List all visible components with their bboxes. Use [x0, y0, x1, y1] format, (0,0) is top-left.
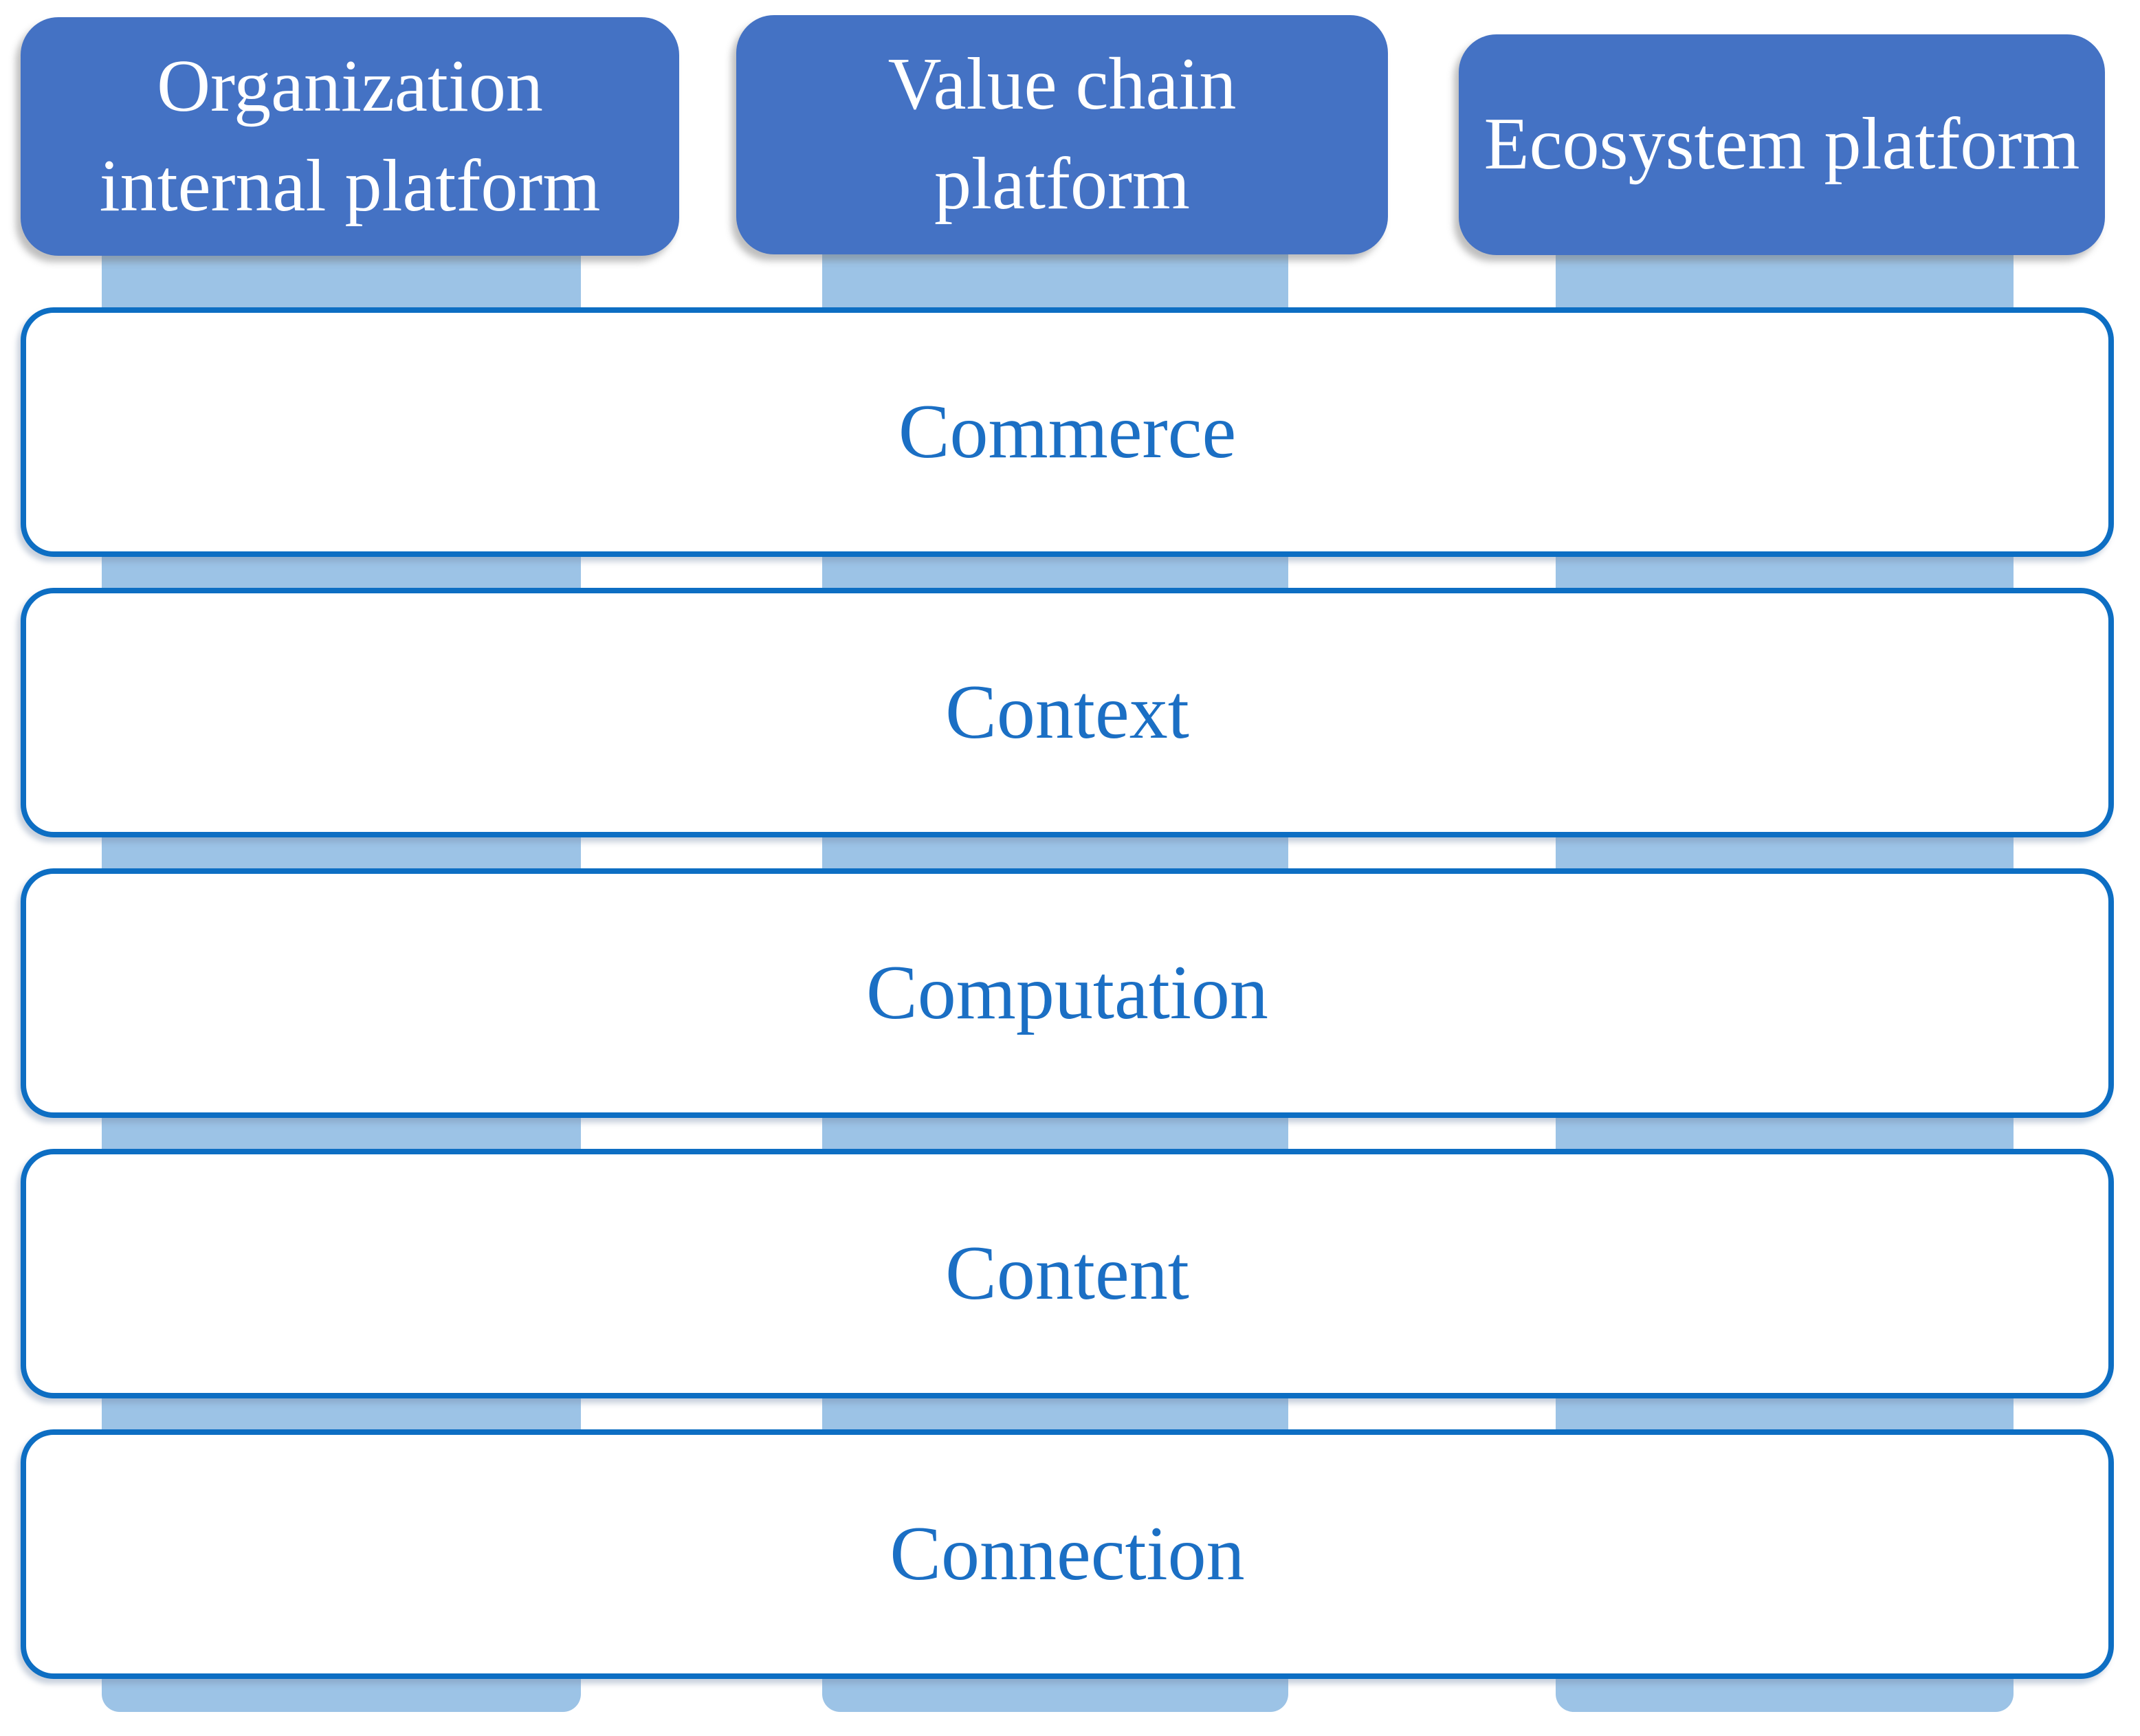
- platform-label-line: platform: [934, 143, 1190, 225]
- layer-label: Computation: [866, 950, 1268, 1035]
- platform-label-line: Ecosystem platform: [1483, 103, 2080, 186]
- layer-label: Content: [945, 1231, 1189, 1316]
- layer-label: Connection: [890, 1511, 1245, 1596]
- layer-box-commerce: Commerce: [21, 307, 2114, 557]
- layer-box-context: Context: [21, 588, 2114, 837]
- platform-box-organization-internal: Organization internal platform: [21, 17, 679, 256]
- platform-box-ecosystem: Ecosystem platform: [1459, 34, 2105, 255]
- platform-label-line: Organization: [157, 45, 543, 127]
- platform-box-value-chain: Value chain platform: [736, 15, 1388, 254]
- platform-label-line: internal platform: [99, 144, 601, 227]
- platform-label-line: Value chain: [887, 43, 1237, 126]
- layer-label: Commerce: [898, 389, 1237, 474]
- layer-box-computation: Computation: [21, 868, 2114, 1118]
- layer-box-content: Content: [21, 1149, 2114, 1398]
- layer-box-connection: Connection: [21, 1429, 2114, 1679]
- layer-label: Context: [945, 670, 1189, 755]
